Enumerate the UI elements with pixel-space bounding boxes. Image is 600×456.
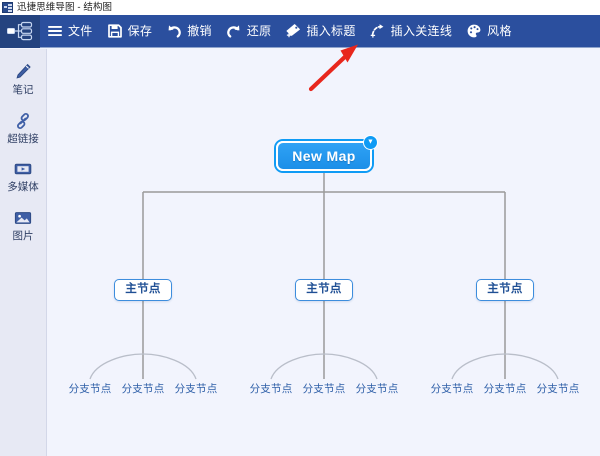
branch-node-label: 分支节点 bbox=[68, 382, 112, 395]
chevron-down-glyph: ▼ bbox=[367, 138, 374, 146]
sidebar-item-note[interactable]: 笔记 bbox=[0, 62, 46, 97]
sidebar-label-hyperlink: 超链接 bbox=[7, 132, 39, 145]
toolbar-label-undo: 撤销 bbox=[187, 24, 212, 38]
toolbar-label-redo: 还原 bbox=[246, 24, 272, 38]
mindmap-app-icon bbox=[2, 2, 13, 13]
undo-arrow-icon bbox=[168, 25, 182, 38]
branch-node-label: 分支节点 bbox=[302, 382, 346, 395]
branch-node-label: 分支节点 bbox=[121, 382, 165, 395]
left-tool-sidebar: 笔记 超链接 多媒体 图片 bbox=[0, 49, 47, 456]
toolbar-item-insert-title[interactable]: 插入标题 bbox=[278, 15, 362, 48]
root-node-label: New Map bbox=[292, 148, 356, 164]
branch-node[interactable]: 分支节点 bbox=[477, 382, 533, 396]
sidebar-item-hyperlink[interactable]: 超链接 bbox=[0, 111, 46, 146]
main-node[interactable]: 主节点 bbox=[476, 279, 534, 301]
sidebar-item-image[interactable]: 图片 bbox=[0, 208, 46, 243]
branch-node[interactable]: 分支节点 bbox=[296, 382, 352, 396]
branch-node[interactable]: 分支节点 bbox=[243, 382, 299, 396]
branch-node-label: 分支节点 bbox=[430, 382, 474, 395]
branch-node[interactable]: 分支节点 bbox=[424, 382, 480, 396]
redo-arrow-icon bbox=[226, 25, 240, 38]
main-node-label: 主节点 bbox=[125, 283, 161, 296]
toolbar-label-style: 风格 bbox=[487, 24, 512, 38]
branch-node[interactable]: 分支节点 bbox=[349, 382, 405, 396]
sidebar-label-multimedia: 多媒体 bbox=[7, 181, 39, 194]
main-node-label: 主节点 bbox=[487, 283, 523, 296]
branch-node-label: 分支节点 bbox=[249, 382, 293, 395]
mindmap-logo-icon bbox=[0, 14, 40, 48]
toolbar-label-insert-title: 插入标题 bbox=[306, 24, 356, 38]
insert-connector-icon bbox=[370, 24, 384, 38]
main-toolbar: 文件 保存 撤销 还原 bbox=[0, 14, 600, 48]
branch-node-label: 分支节点 bbox=[355, 382, 399, 395]
toolbar-item-save[interactable]: 保存 bbox=[100, 15, 160, 48]
toolbar-item-undo[interactable]: 撤销 bbox=[159, 15, 219, 48]
style-palette-icon bbox=[467, 24, 481, 38]
title-bar: 迅捷思维导图 - 结构图 bbox=[0, 0, 600, 15]
window-title: 迅捷思维导图 - 结构图 bbox=[17, 1, 113, 13]
toolbar-item-style[interactable]: 风格 bbox=[459, 15, 519, 48]
toolbar-label-file: 文件 bbox=[68, 24, 93, 38]
branch-node-label: 分支节点 bbox=[536, 382, 580, 395]
save-floppy-icon bbox=[107, 24, 122, 38]
branch-node[interactable]: 分支节点 bbox=[115, 382, 171, 396]
main-node[interactable]: 主节点 bbox=[114, 279, 172, 301]
toolbar-item-file[interactable]: 文件 bbox=[40, 15, 100, 48]
branch-node[interactable]: 分支节点 bbox=[530, 382, 586, 396]
sidebar-item-multimedia[interactable]: 多媒体 bbox=[0, 159, 46, 194]
chevron-down-icon[interactable]: ▼ bbox=[363, 135, 378, 150]
toolbar-label-save: 保存 bbox=[127, 24, 153, 38]
hamburger-menu-icon bbox=[48, 26, 62, 36]
root-node[interactable]: New Map ▼ bbox=[276, 135, 378, 171]
toolbar-label-insert-connector: 插入关连线 bbox=[390, 24, 453, 38]
image-picture-icon bbox=[14, 211, 32, 224]
hyperlink-chain-icon bbox=[17, 112, 29, 129]
insert-tag-icon bbox=[286, 24, 301, 38]
sidebar-label-note: 笔记 bbox=[12, 84, 34, 96]
branch-node-label: 分支节点 bbox=[174, 382, 218, 395]
branch-node[interactable]: 分支节点 bbox=[168, 382, 224, 396]
branch-node[interactable]: 分支节点 bbox=[62, 382, 118, 396]
mindmap-canvas[interactable]: New Map ▼ 主节点 主节点 主节点 分支节点 分支节点 分支节点 分支节… bbox=[48, 49, 600, 456]
toolbar-item-insert-connector[interactable]: 插入关连线 bbox=[363, 15, 460, 48]
pencil-note-icon bbox=[16, 63, 31, 79]
connector-lines bbox=[89, 171, 559, 380]
branch-node-label: 分支节点 bbox=[483, 382, 527, 395]
sidebar-label-image: 图片 bbox=[12, 229, 34, 242]
main-node-label: 主节点 bbox=[306, 283, 342, 296]
toolbar-item-redo[interactable]: 还原 bbox=[219, 15, 279, 48]
main-node[interactable]: 主节点 bbox=[295, 279, 353, 301]
multimedia-video-icon bbox=[14, 163, 32, 175]
